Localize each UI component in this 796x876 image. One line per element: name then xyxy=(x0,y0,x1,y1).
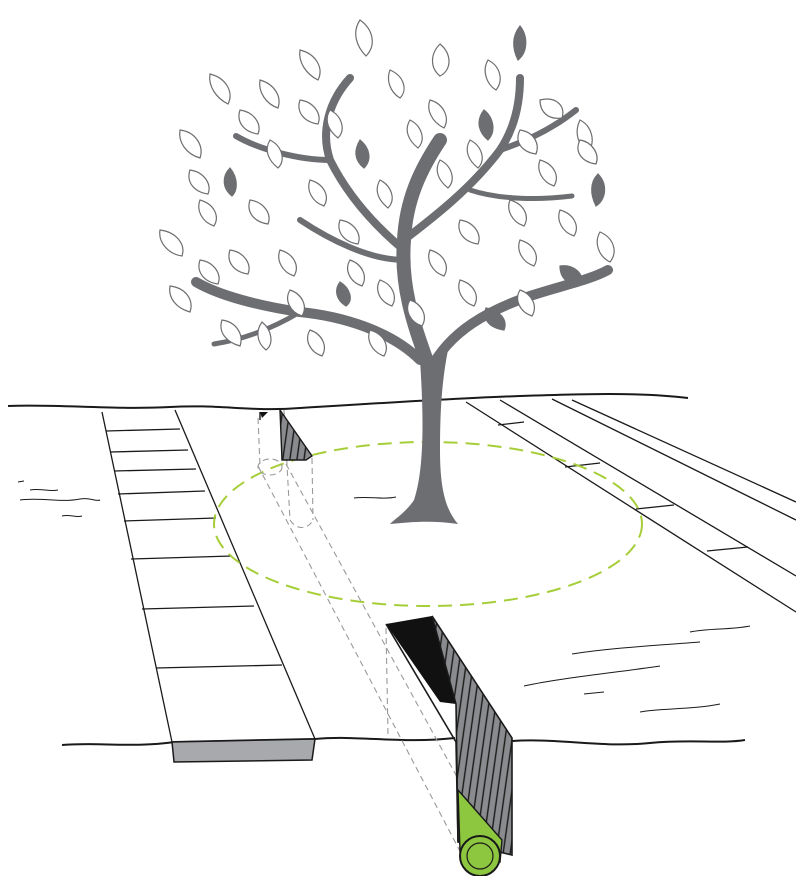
ground-near-edge-right xyxy=(512,740,745,744)
upper-trench xyxy=(260,410,312,460)
terrain-marks xyxy=(18,481,750,712)
tree-trunk xyxy=(390,350,458,524)
tree-icon xyxy=(160,20,614,524)
curb-face xyxy=(172,739,315,762)
road-lanes xyxy=(466,399,796,612)
tree-leaves xyxy=(160,20,614,356)
lower-trench xyxy=(386,616,512,855)
